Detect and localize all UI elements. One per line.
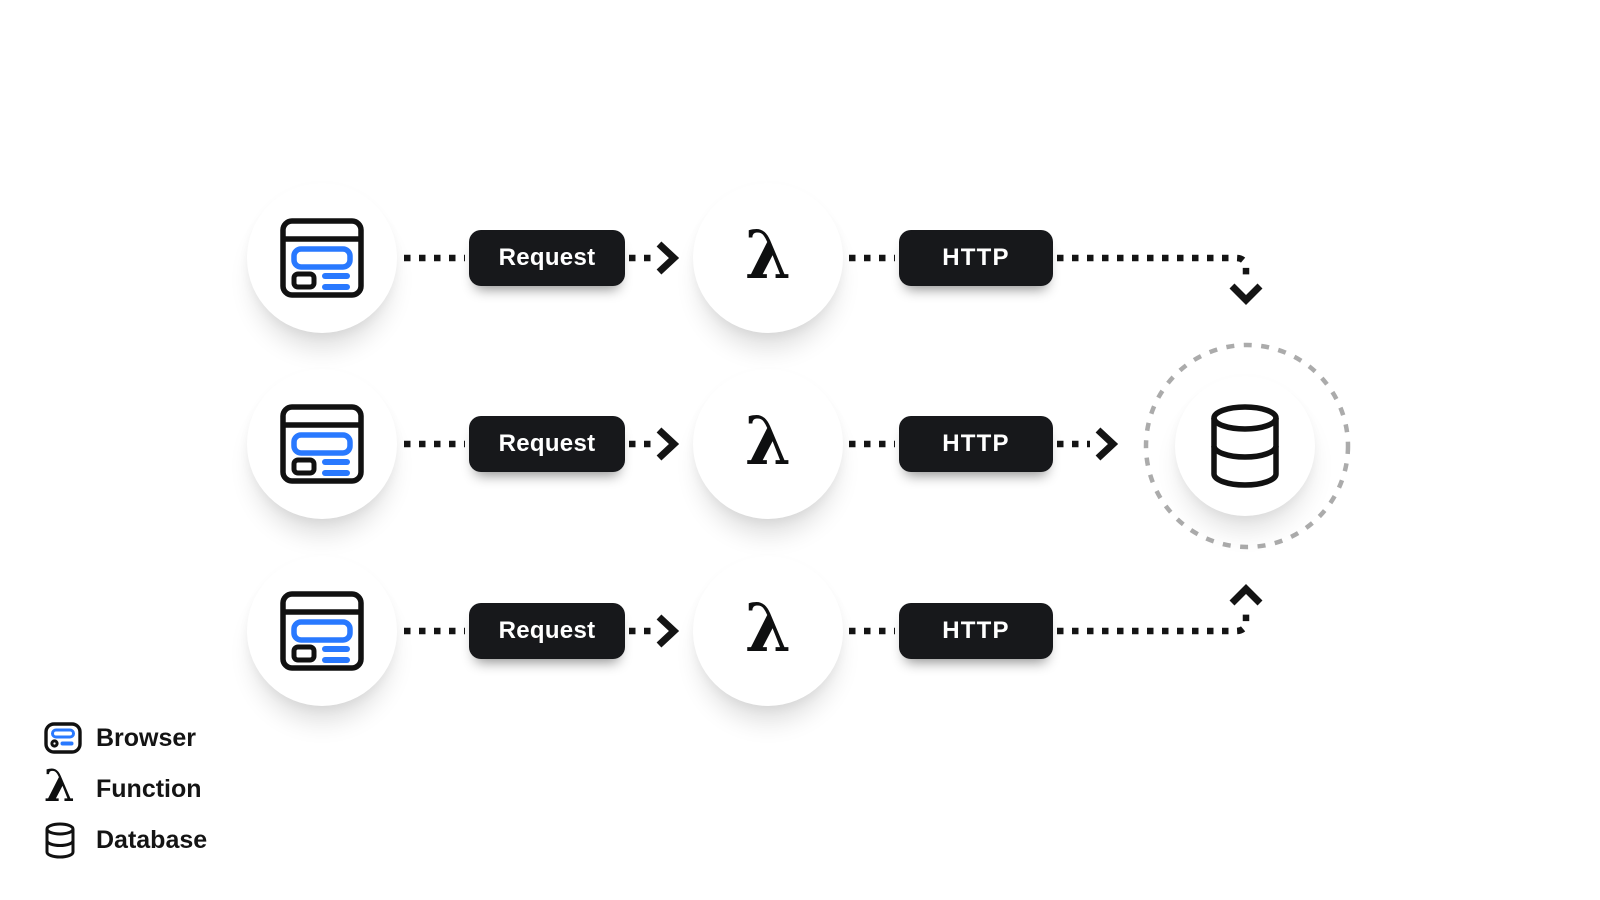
arrow-down-icon <box>1229 283 1263 305</box>
request-label: Request <box>498 430 596 457</box>
request-label: Request <box>498 617 596 644</box>
legend-label-database: Database <box>96 825 208 854</box>
http-pill: HTTP <box>899 603 1053 659</box>
http-label: HTTP <box>942 244 1010 271</box>
arrow-right-icon <box>656 614 680 648</box>
request-pill: Request <box>469 416 625 472</box>
legend-item-database: Database <box>44 818 207 862</box>
lambda-icon: λ <box>44 761 75 812</box>
http-label: HTTP <box>942 430 1010 457</box>
database-icon <box>44 822 96 859</box>
database-node <box>1175 376 1315 516</box>
legend-item-function: λ Function <box>44 761 207 812</box>
request-pill: Request <box>469 603 625 659</box>
legend-item-browser: Browser <box>44 716 207 760</box>
lambda-node: λ <box>693 183 843 333</box>
browser-icon <box>280 404 364 484</box>
browser-node <box>247 183 397 333</box>
request-pill: Request <box>469 230 625 286</box>
browser-node <box>247 556 397 706</box>
arrow-right-icon <box>1095 427 1119 461</box>
lambda-node: λ <box>693 369 843 519</box>
request-label: Request <box>498 244 596 271</box>
http-pill: HTTP <box>899 416 1053 472</box>
lambda-node: λ <box>693 556 843 706</box>
database-icon <box>1211 404 1279 488</box>
lambda-icon: λ <box>744 402 792 480</box>
browser-icon <box>280 218 364 298</box>
http-label: HTTP <box>942 617 1010 644</box>
browser-icon <box>280 591 364 671</box>
arrow-right-icon <box>656 241 680 275</box>
http-pill: HTTP <box>899 230 1053 286</box>
browser-icon <box>44 722 96 754</box>
legend-label-function: Function <box>96 774 202 803</box>
lambda-icon: λ <box>744 589 792 667</box>
legend-label-browser: Browser <box>96 723 197 752</box>
arrow-right-icon <box>656 427 680 461</box>
browser-node <box>247 369 397 519</box>
legend: Browser λ Function Database <box>44 716 207 869</box>
lambda-icon: λ <box>744 216 792 294</box>
arrow-up-icon <box>1229 584 1263 606</box>
